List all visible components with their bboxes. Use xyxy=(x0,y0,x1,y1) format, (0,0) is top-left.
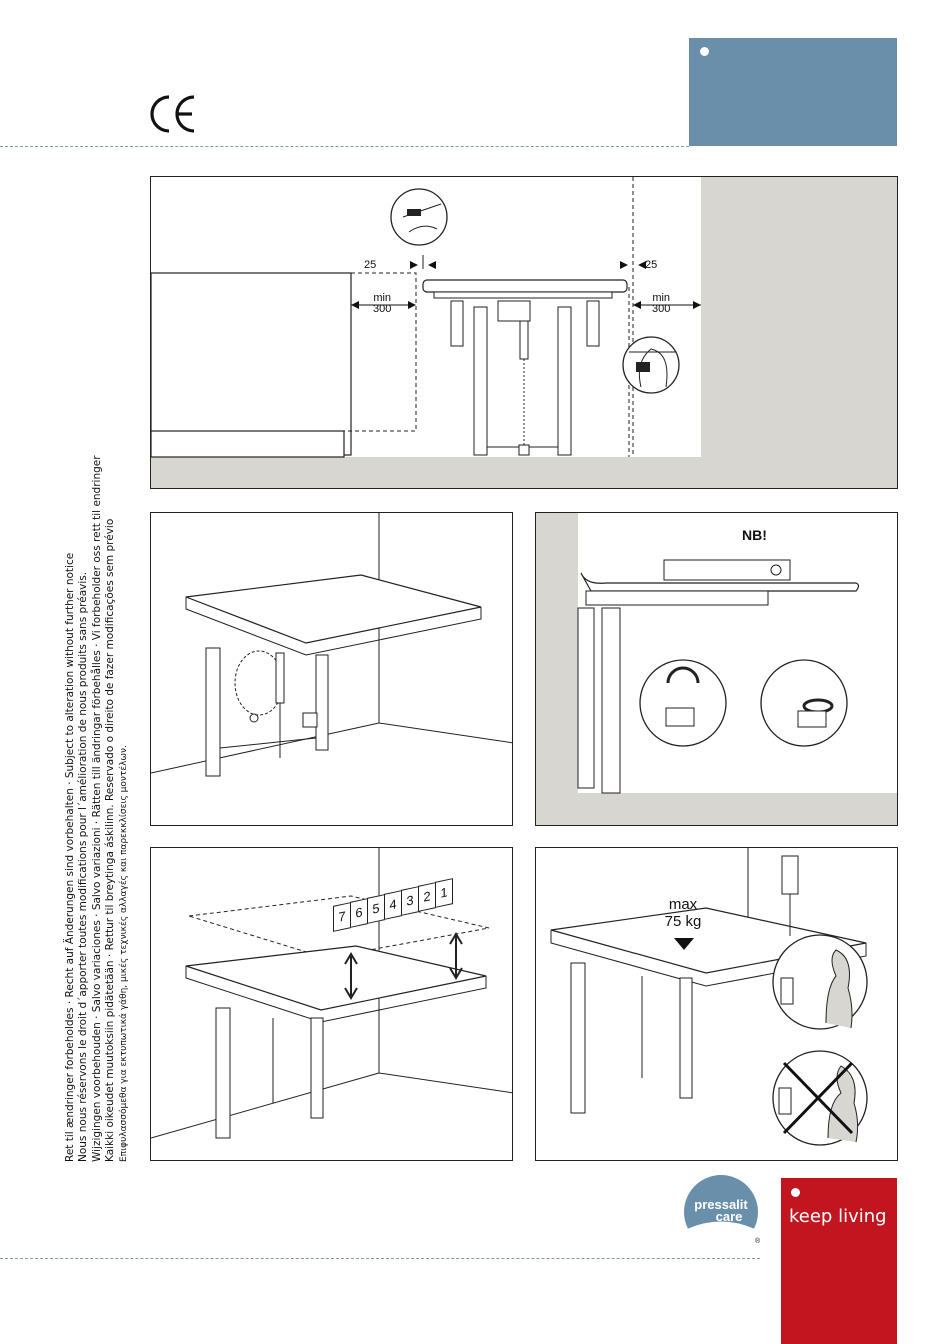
height-step-card: 7 xyxy=(333,902,351,932)
logo-text-line1: pressalit xyxy=(694,1197,748,1212)
disclaimer-line: Ret til ændringer forbeholdes · Recht au… xyxy=(64,552,76,1162)
height-adjustment-illustration xyxy=(151,848,512,1139)
note-label: NB! xyxy=(742,527,767,543)
gap-left-label: 25 xyxy=(364,259,377,271)
table-illustration xyxy=(151,513,512,777)
header-color-tab xyxy=(689,38,897,146)
bottom-divider xyxy=(0,1258,760,1259)
level-adjustment-illustration xyxy=(536,513,897,825)
logo-text-line2: care xyxy=(716,1209,743,1224)
ce-mark xyxy=(148,94,196,134)
bullet-icon xyxy=(791,1188,800,1197)
clearance-right-label: min 300 xyxy=(652,292,671,315)
disclaimer-line: Wijzigingen voorbehouden · Salvo variaci… xyxy=(90,455,103,1162)
clearance-illustration xyxy=(151,177,897,488)
disclaimer-line: Kaikki oikeudet muutoksiin pidätetään · … xyxy=(104,518,117,1162)
registered-mark: ® xyxy=(755,1238,761,1245)
panel-max-load: max 75 kg xyxy=(535,847,898,1161)
brand-slogan-tab: keep living xyxy=(781,1178,897,1344)
clearance-left-label: min 300 xyxy=(373,292,392,315)
height-step-card: 2 xyxy=(418,882,436,912)
panel-installation-clearance: 25 25 min 300 min 300 xyxy=(150,176,898,489)
panel-level-adjustment: NB! xyxy=(535,512,898,826)
height-step-card: 4 xyxy=(384,890,402,920)
max-load-illustration xyxy=(550,848,868,1146)
height-step-card: 1 xyxy=(435,878,453,908)
brand-slogan: keep living xyxy=(789,1206,887,1227)
gap-right-label: 25 xyxy=(645,259,658,271)
height-step-card: 5 xyxy=(367,894,385,924)
top-divider xyxy=(0,146,689,147)
max-load-label: max 75 kg xyxy=(664,896,702,930)
pressalit-care-logo: pressalit care xyxy=(683,1174,759,1250)
disclaimer-text: Ret til ændringer forbeholdes · Recht au… xyxy=(64,455,131,1162)
height-step-card: 3 xyxy=(401,886,419,916)
bullet-icon xyxy=(700,47,709,56)
height-step-card: 6 xyxy=(350,898,368,928)
disclaimer-line: Nous nous réservons le droit d´apporter … xyxy=(77,571,90,1162)
panel-table-overview xyxy=(150,512,513,826)
disclaimer-line: Επιφυλασσόμεθα για εκτυπωτικά γάθη, μικέ… xyxy=(118,745,129,1162)
